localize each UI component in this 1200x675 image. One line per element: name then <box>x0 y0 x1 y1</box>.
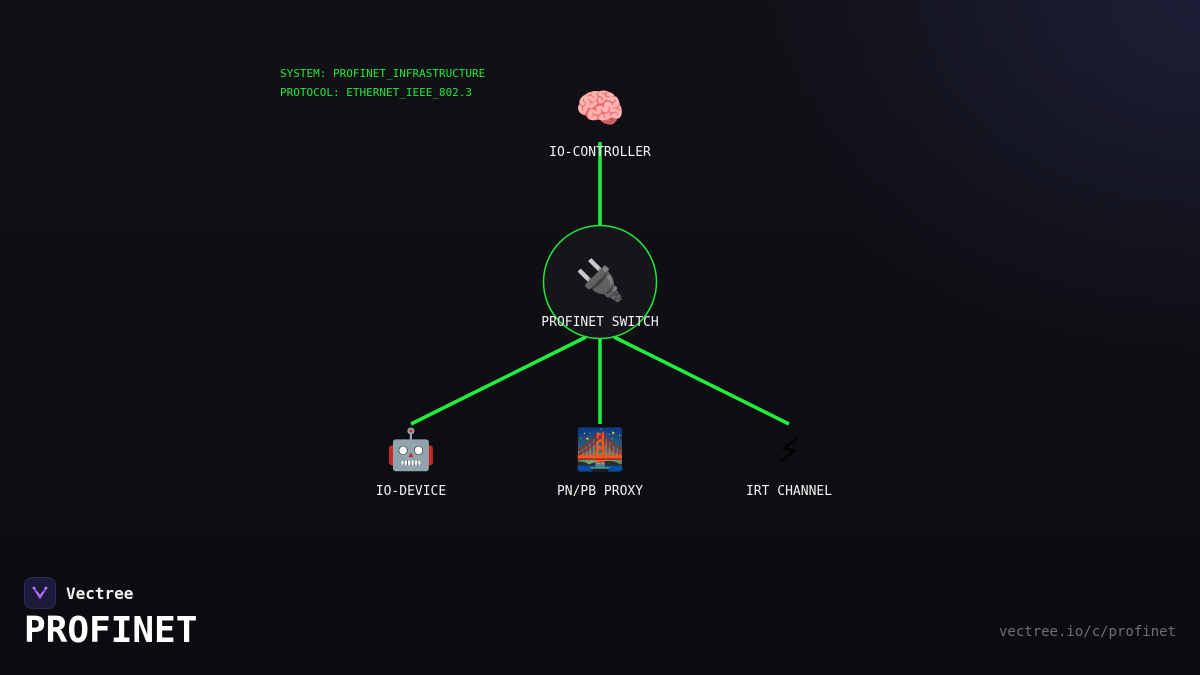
page-title: PROFINET <box>24 610 198 651</box>
link-switch-irt-channel <box>613 335 790 426</box>
node-irt-channel[interactable]: ⚡ IRT CHANNEL <box>746 427 832 499</box>
system-info: SYSTEM: PROFINET_INFRASTRUCTURE PROTOCOL… <box>280 64 485 102</box>
node-label-io-controller: IO-CONTROLLER <box>549 145 651 160</box>
system-line: SYSTEM: PROFINET_INFRASTRUCTURE <box>280 67 486 80</box>
node-label-pn-pb-proxy: PN/PB PROXY <box>557 484 643 499</box>
brain-icon: 🧠 <box>575 86 625 132</box>
page-url[interactable]: vectree.io/c/profinet <box>998 624 1176 640</box>
hub-label: PROFINET SWITCH <box>541 315 658 330</box>
bridge-icon: 🌉 <box>575 426 625 473</box>
brand[interactable]: Vectree <box>24 577 133 609</box>
vectree-logo-icon <box>24 577 56 609</box>
hub-circle <box>542 224 658 340</box>
node-io-device[interactable]: 🤖 IO-DEVICE <box>376 426 446 499</box>
protocol-line: PROTOCOL: ETHERNET_IEEE_802.3 <box>280 86 473 99</box>
node-label-irt-channel: IRT CHANNEL <box>746 484 832 499</box>
link-switch-io-device <box>410 335 587 426</box>
hub-profinet-switch[interactable]: 🔌 PROFINET SWITCH <box>541 224 659 340</box>
lightning-icon: ⚡ <box>777 427 801 473</box>
brand-name: Vectree <box>66 583 134 603</box>
node-pn-pb-proxy[interactable]: 🌉 PN/PB PROXY <box>557 426 643 499</box>
plug-icon: 🔌 <box>575 257 625 304</box>
node-label-io-device: IO-DEVICE <box>376 484 446 499</box>
node-io-controller[interactable]: 🧠 IO-CONTROLLER <box>549 86 651 160</box>
robot-icon: 🤖 <box>386 426 436 473</box>
